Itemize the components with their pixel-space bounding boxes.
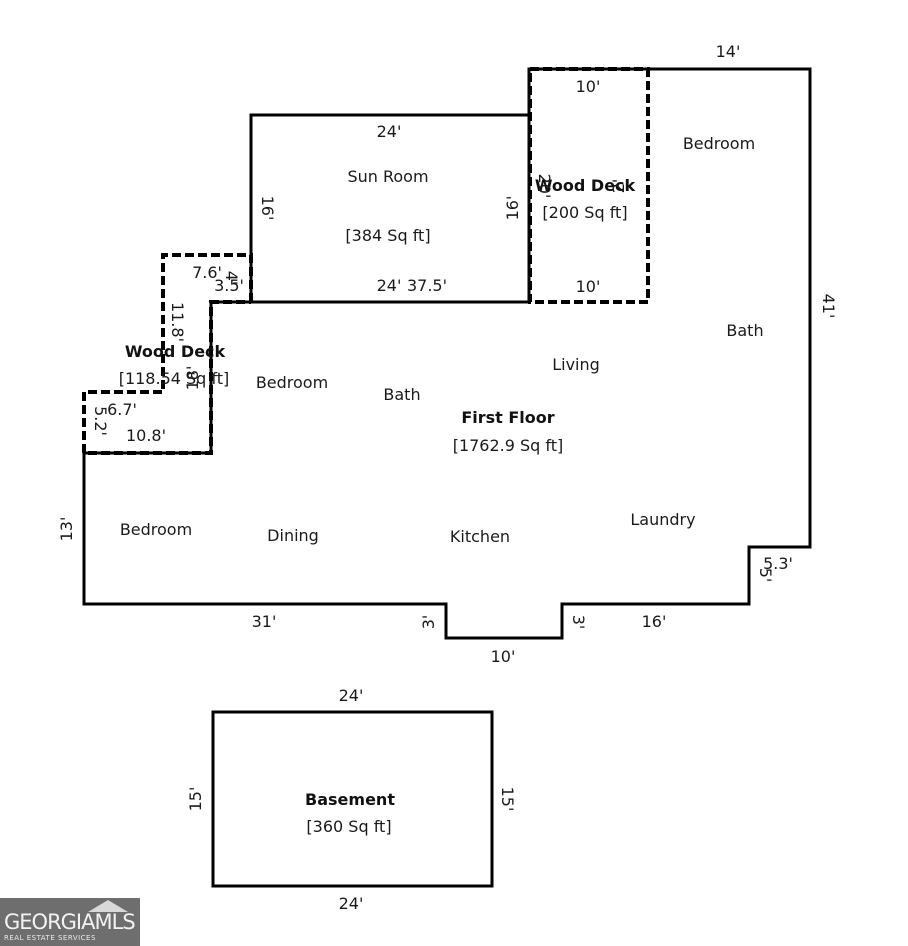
sun-room-label: Sun Room (347, 167, 428, 186)
dimension-label: 10' (576, 77, 601, 96)
dimension-label: 31' (252, 612, 277, 631)
logo-tagline: REAL ESTATE SERVICES (4, 934, 96, 942)
dimension-label: 16' (258, 196, 277, 221)
basement-outline (211, 710, 494, 888)
dimension-label: 10.8' (126, 426, 166, 445)
dimension-label: 3.5' (214, 276, 244, 295)
room-label-kitchen: Kitchen (450, 527, 510, 546)
dimension-label: 24' (339, 894, 364, 913)
room-label-bath: Bath (726, 321, 763, 340)
dimension-label: 4' (222, 271, 241, 286)
room-label-bedroom: Bedroom (256, 373, 328, 392)
dimension-label: 41' (819, 294, 838, 319)
first-floor-area: [1762.9 Sq ft] (453, 436, 564, 455)
wood-deck-right-outline (528, 67, 650, 304)
dimension-label: 24' (377, 122, 402, 141)
room-label-laundry: Laundry (630, 510, 695, 529)
dimension-label: 24' (339, 686, 364, 705)
dimension-label: 3' (569, 615, 588, 630)
dimension-label: 2' (609, 179, 628, 194)
dimension-label: 16' (642, 612, 667, 631)
first-floor-label: First Floor (461, 408, 554, 427)
room-label-bedroom: Bedroom (120, 520, 192, 539)
dimension-label: 16' (503, 196, 522, 221)
room-label-living: Living (552, 355, 600, 374)
house-roof-icon (88, 900, 128, 912)
dimension-label: 20' (535, 174, 554, 199)
room-label-bedroom: Bedroom (683, 134, 755, 153)
dimension-label: 11.8' (168, 302, 187, 342)
basement-area: [360 Sq ft] (306, 817, 391, 836)
dimension-label: 18' (183, 366, 202, 391)
dimension-label: 13' (57, 517, 76, 542)
sun-room-area: [384 Sq ft] (345, 226, 430, 245)
dimension-label: 5.3' (763, 554, 793, 573)
basement-label: Basement (305, 790, 395, 809)
wood-deck-right-area: [200 Sq ft] (542, 203, 627, 222)
dimension-label: 10' (491, 647, 516, 666)
wood-deck-left-label: Wood Deck (125, 342, 226, 361)
wood-deck-left-area: [118.54 Sq ft] (119, 369, 230, 388)
dimension-label: 15' (186, 787, 205, 812)
logo-brand-text: GEORGIAMLS (4, 910, 136, 934)
dimension-label: 3' (419, 615, 438, 630)
dimension-label: 6.7' (107, 400, 137, 419)
dimension-label: 7.6' (192, 263, 222, 282)
dimension-label: 10' (576, 277, 601, 296)
wood-deck-left-outline (82, 253, 253, 455)
room-label-dining: Dining (267, 526, 319, 545)
dimension-label: 5' (756, 568, 775, 583)
dimension-label: 37.5' (407, 276, 447, 295)
dimension-label: 14' (716, 42, 741, 61)
dimension-label: 24' (377, 276, 402, 295)
dimension-label: 5.2' (91, 406, 110, 436)
wood-deck-right-label: Wood Deck (535, 176, 636, 195)
room-label-bath: Bath (383, 385, 420, 404)
dimension-label: 15' (498, 787, 517, 812)
georgia-mls-logo: GEORGIAMLS REAL ESTATE SERVICES (0, 898, 140, 946)
sun-room-outline (249, 113, 531, 304)
